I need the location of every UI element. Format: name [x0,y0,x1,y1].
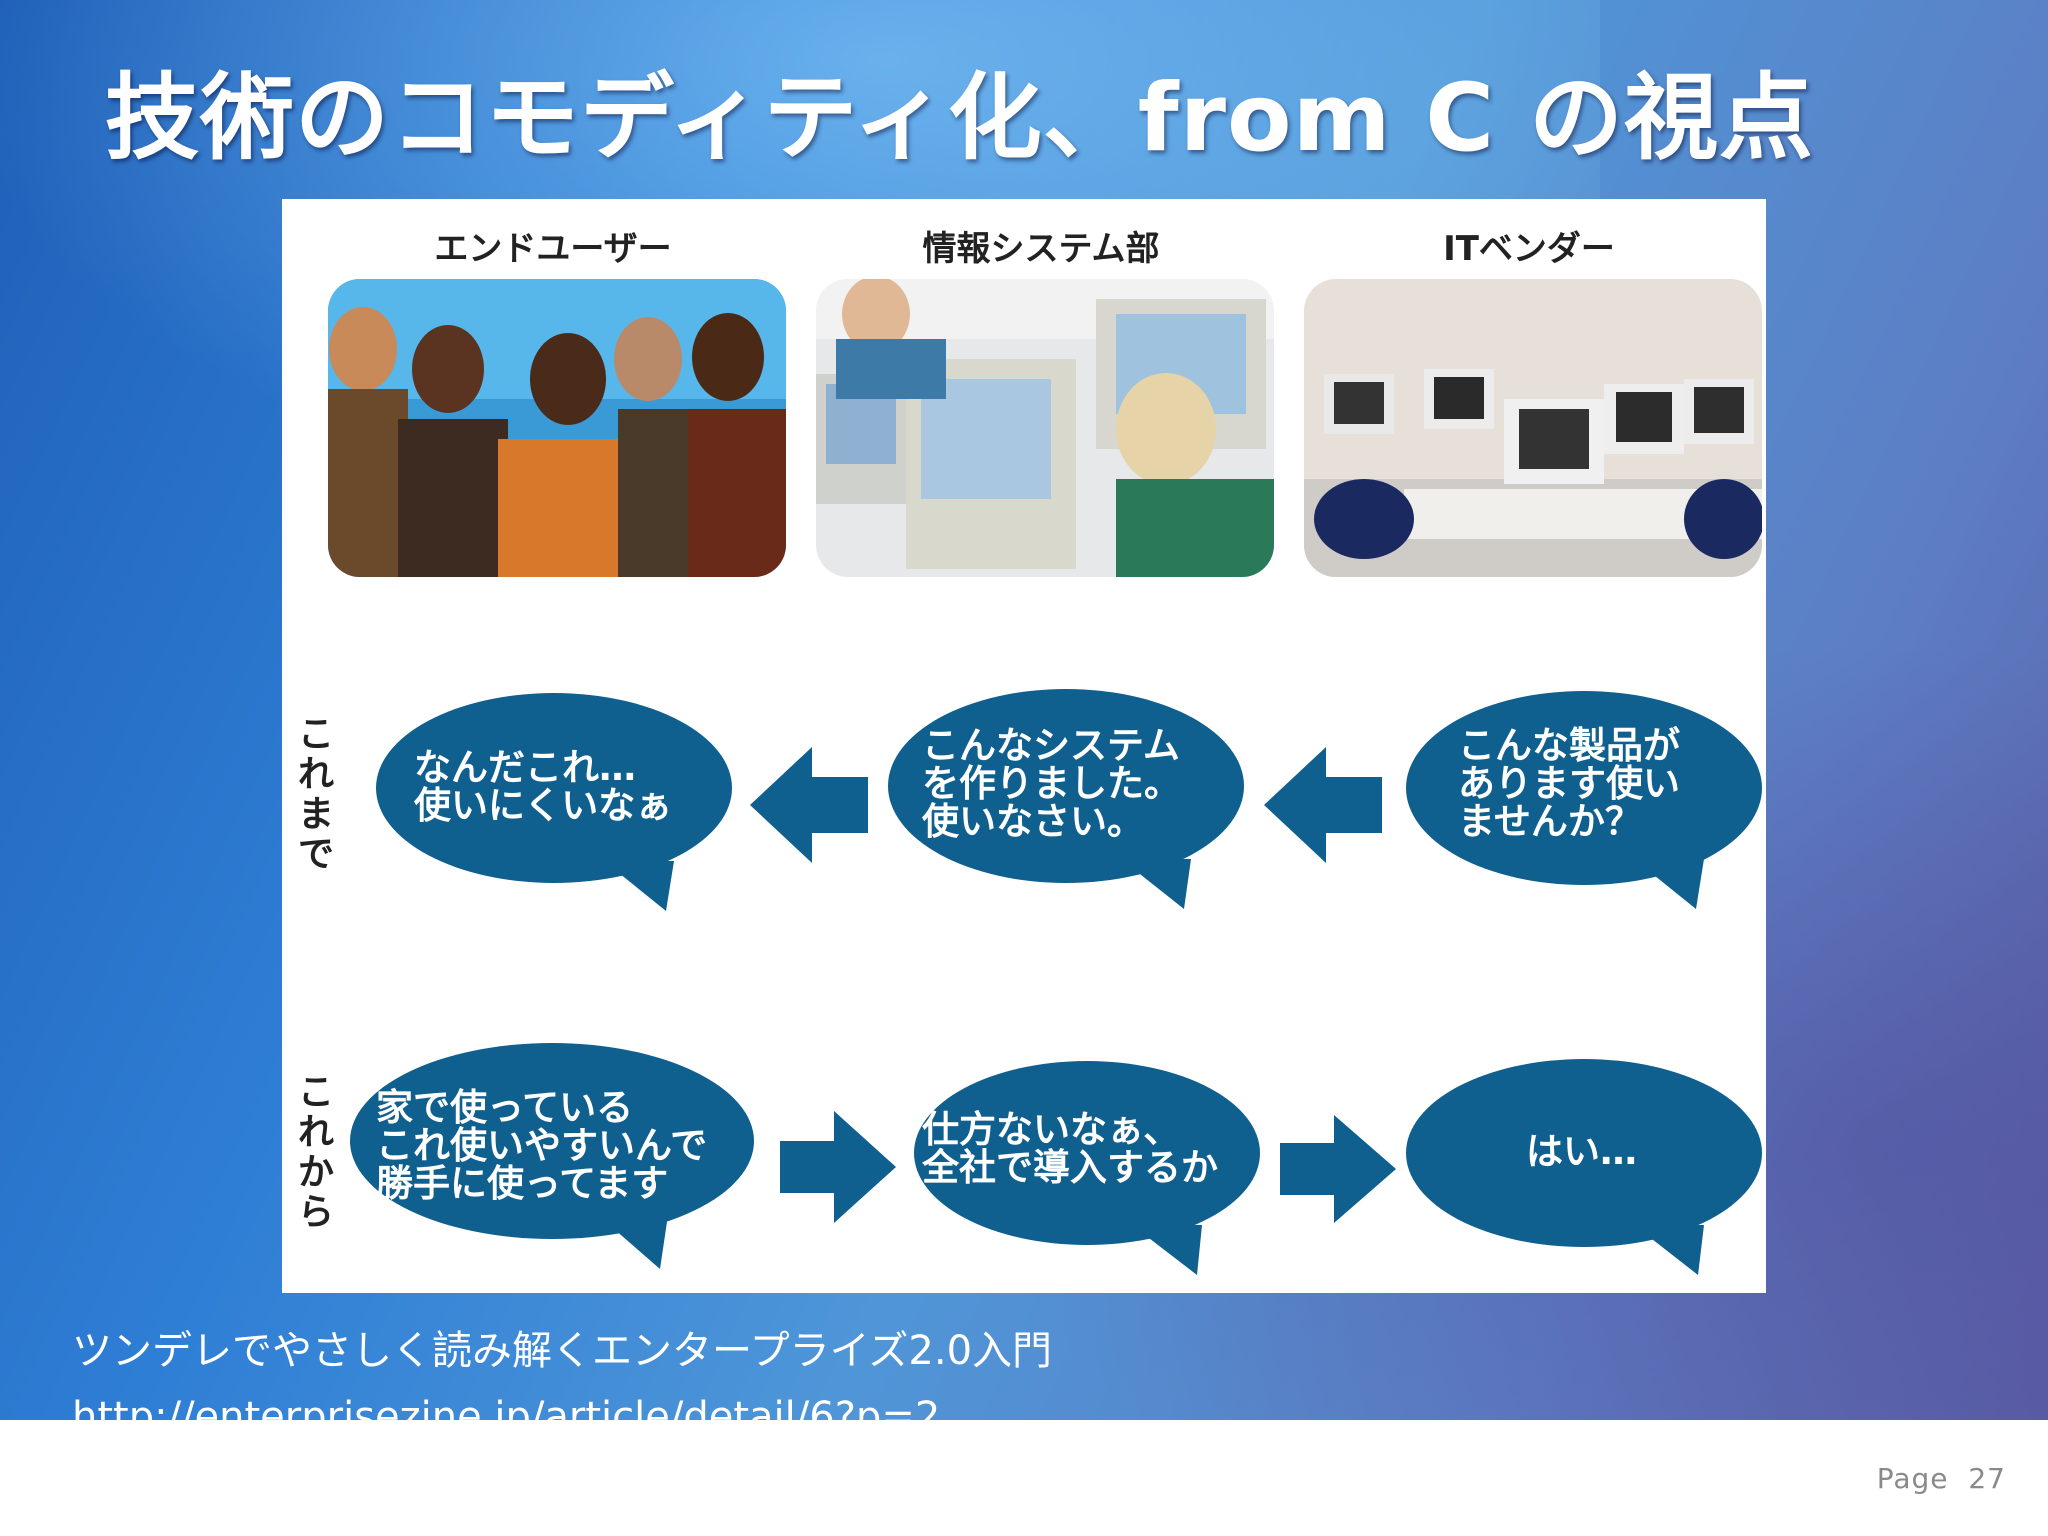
speech-bubble-end-user-before: なんだこれ… 使いにくいなぁ [374,693,734,915]
bubble-text: 家で使っている これ使いやすいんで 勝手に使ってます [376,1086,708,1205]
speech-bubble-it-department-before: こんなシステム を作りました。 使いなさい。 [886,689,1246,913]
arrow-left-icon [750,747,868,863]
bubble-text: こんな製品が あります使い ませんか？ [1458,724,1680,843]
column-header-end-user: エンドユーザー [434,229,672,269]
page-number-value: 27 [1968,1462,2006,1495]
bubble-text: はい… [1526,1130,1637,1173]
it-vendor-photo [1304,279,1762,577]
column-header-it-department: 情報システム部 [922,229,1160,269]
commodity-diagram: エンドユーザー 情報システム部 ITベンダー [282,199,1766,1293]
page-label: Page [1876,1462,1949,1495]
bubble-text: こんなシステム を作りました。 使いなさい。 [922,724,1181,843]
page-number: Page 27 [1877,1462,2006,1495]
source-caption: ツンデレでやさしく読み解くエンタープライズ2.0入門 http://enterp… [72,1318,1052,1420]
bubble-text: なんだこれ… 使いにくいなぁ [414,746,673,827]
end-users-photo [328,279,786,577]
slide-title: 技術のコモディティ化、from C の視点 [105,64,1814,173]
row-label-until-now: これまで [297,714,334,875]
speech-bubble-it-vendor-after: はい… [1404,1059,1764,1279]
speech-bubble-it-department-after: 仕方ないなぁ、 全社で導入するか [912,1061,1262,1281]
column-header-it-vendor: ITベンダー [1443,229,1615,269]
slide-background: 技術のコモディティ化、from C の視点 エンドユーザー 情報システム部 IT… [0,0,2048,1420]
bubble-text: 仕方ないなぁ、 全社で導入するか [922,1108,1218,1189]
source-title: ツンデレでやさしく読み解くエンタープライズ2.0入門 [72,1328,1053,1374]
source-url: http://enterprisezine.jp/article/detail/… [72,1394,941,1420]
arrow-right-icon [780,1111,896,1223]
it-department-photo [816,279,1274,577]
arrow-right-icon [1280,1115,1396,1223]
speech-bubble-end-user-after: 家で使っている これ使いやすいんで 勝手に使ってます [348,1043,756,1273]
row-label-from-now: これから [297,1072,334,1233]
arrow-left-icon [1264,747,1382,863]
speech-bubble-it-vendor-before: こんな製品が あります使い ませんか？ [1404,691,1764,913]
